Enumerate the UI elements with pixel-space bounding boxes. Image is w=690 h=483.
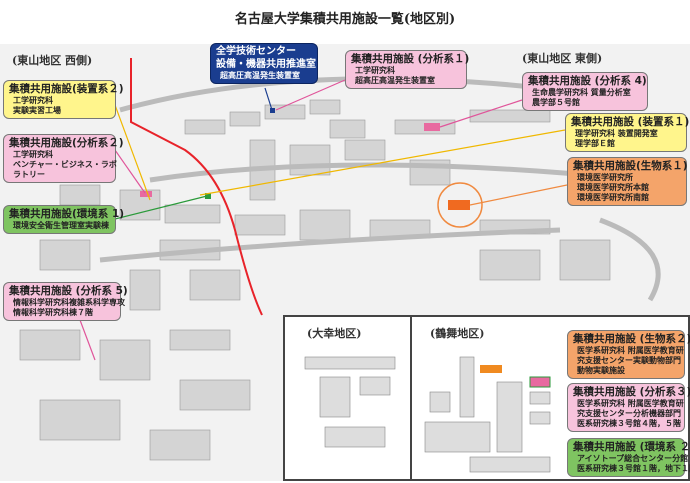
callout-line: ベンチャー・ビジネス・ラボ (13, 160, 117, 170)
callout-line: 環境安全衛生管理室実験棟 (13, 221, 109, 231)
callout-souchi1: 集積共用施設 (装置系１) 理学研究科 装置開発室 理学部Ｅ館 (565, 113, 690, 153)
callout-line: 理学部Ｅ館 (575, 139, 615, 149)
area-label-east: (東山地区 東側) (522, 52, 603, 65)
area-label-west: (東山地区 西側) (12, 54, 93, 67)
callout-line: ラトリー (13, 170, 45, 180)
callout-line: 環境医学研究所 (577, 173, 633, 183)
callout-line: 工学研究科 (13, 150, 53, 160)
callout-line: 超高圧高温発生装置室 (355, 76, 435, 86)
callout-bunseki4: 集積共用施設 (分析系 4) 生命農学研究科 質量分析室 農学部５号館 (522, 72, 648, 112)
callout-heading: 集積共用施設 (分析系 5) (9, 285, 128, 297)
callout-souchi2: 集積共用施設(装置系２) 工学研究科 実験実習工場 (3, 80, 124, 120)
callout-seibutsu1: 集積共用施設(生物系１) 環境医学研究所 環境医学研究所本館 環境医学研究所南館 (567, 157, 688, 207)
callout-kankyo2: 集積共用施設 (環境系 ２) アイソトープ総合センター分館 医系研究棟３号館１階… (567, 438, 690, 478)
area-label-daiko: (大幸地区) (307, 327, 362, 340)
callout-bunseki5: 集積共用施設 (分析系 5) 情報科学研究科複雑系科学専攻 情報科学研究科棟７階 (3, 282, 128, 322)
page-title: 名古屋大学集積共用施設一覧(地区別) (234, 12, 456, 27)
callout-line: 究支援センター実験動物部門 (577, 356, 681, 366)
callout-bunseki1: 集積共用施設 (分析系１) 工学研究科 超高圧高温発生装置室 (345, 50, 470, 90)
callout-line: 農学部５号館 (532, 98, 580, 108)
callout-heading: 集積共用施設 (分析系３) (573, 386, 690, 398)
callout-heading: 全学技術センター (216, 46, 296, 57)
callout-line: 環境医学研究所本館 (577, 183, 649, 193)
callout-bunseki3: 集積共用施設 (分析系３) 医学系研究科 附属医学教育研 究支援センター分析機器… (567, 383, 690, 433)
callout-line: 工学研究科 (355, 66, 395, 76)
callout-heading: 集積共用施設 (分析系１) (351, 53, 470, 65)
callout-line: アイソトープ総合センター分館 (577, 454, 689, 464)
inset-divider (410, 317, 412, 479)
area-label-tsurumai: (鶴舞地区) (430, 327, 485, 340)
callout-line: 情報科学研究科複雑系科学専攻 (13, 298, 125, 308)
callout-heading: 集積共用施設 (分析系 4) (528, 75, 647, 87)
callout-seibutsu2: 集積共用施設 (生物系２) 医学系研究科 附属医学教育研 究支援センター実験動物… (567, 330, 690, 380)
callout-line: 実験実習工場 (13, 106, 61, 116)
roads (99, 76, 661, 302)
callout-kankyo1: 集積共用施設(環境系 1) 環境安全衛生管理室実験棟 (3, 205, 125, 235)
inset-maps (304, 356, 551, 473)
callout-bunseki2: 集積共用施設(分析系２) 工学研究科 ベンチャー・ビジネス・ラボ ラトリー (3, 134, 124, 184)
callout-heading: 集積共用施設 (生物系２) (573, 333, 690, 345)
callout-line: 究支援センター分析機器部門 (577, 409, 681, 419)
callout-heading: 集積共用施設 (装置系１) (571, 116, 690, 128)
callout-line: 理学研究科 装置開発室 (575, 129, 658, 139)
callout-heading: 集積共用施設(環境系 1) (9, 208, 125, 220)
callout-line: 医系研究棟３号館１階，地下１階 (577, 464, 690, 474)
callout-line: 医学系研究科 附属医学教育研 (577, 399, 684, 409)
callout-line: 設備・機器共用推進室 (216, 58, 316, 70)
callout-line: 医学系研究科 附属医学教育研 (577, 346, 684, 356)
boundary-road-line (130, 58, 263, 316)
callout-heading: 集積共用施設(装置系２) (9, 83, 124, 95)
callout-line: 生命農学研究科 質量分析室 (532, 88, 631, 98)
callout-line: 超高圧高温発生装置室 (220, 71, 300, 80)
callout-heading: 集積共用施設(生物系１) (573, 160, 688, 172)
callout-line: 医系研究棟３号館４階，５階 (577, 419, 681, 429)
callout-line: 情報科学研究科棟７階 (13, 308, 93, 318)
callout-heading: 集積共用施設 (環境系 ２) (573, 441, 690, 453)
callout-heading: 集積共用施設(分析系２) (9, 137, 124, 149)
callout-line: 動物実験施設 (577, 366, 625, 376)
callout-tech-center: 全学技術センター 設備・機器共用推進室 超高圧高温発生装置室 (210, 43, 318, 84)
callout-line: 環境医学研究所南館 (577, 193, 649, 203)
callout-line: 工学研究科 (13, 96, 53, 106)
